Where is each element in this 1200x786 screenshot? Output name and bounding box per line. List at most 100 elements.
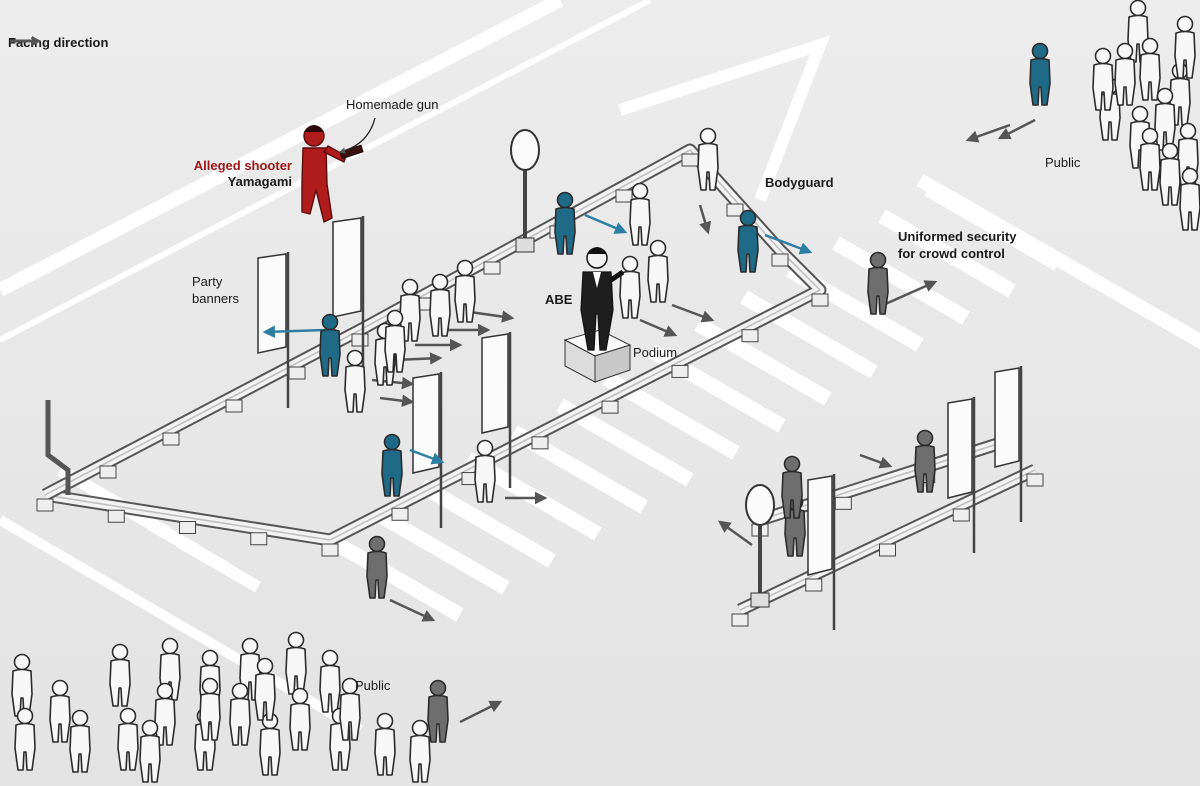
crowd-person — [339, 677, 361, 741]
crowd-person — [289, 687, 311, 751]
party-banner — [994, 366, 1023, 522]
facing-arrow — [409, 448, 445, 465]
bodyguard-person — [319, 313, 341, 377]
label-abe: ABE — [545, 292, 573, 307]
round-sign — [745, 484, 775, 608]
lane-line — [0, 0, 564, 297]
crowd-person — [69, 709, 91, 773]
rail-foot — [615, 189, 633, 203]
audience-person — [454, 259, 476, 323]
crowd-person — [254, 657, 276, 721]
crowd-person — [1139, 37, 1161, 101]
audience-person — [429, 273, 451, 337]
security-person — [914, 429, 936, 493]
rail-foot — [179, 521, 196, 534]
rail-foot — [321, 543, 339, 557]
rail-foot — [531, 436, 549, 450]
crowd-person — [109, 643, 131, 707]
rail-foot — [250, 532, 268, 546]
abe-figure — [580, 247, 625, 351]
legend: Facing direction — [8, 35, 108, 50]
security-person — [366, 535, 388, 599]
crosswalk-stripe — [177, 536, 261, 593]
party-banner — [332, 216, 365, 372]
crosswalk-stripe — [878, 209, 1016, 298]
crosswalk-stripe — [832, 236, 970, 325]
rail-foot — [771, 253, 789, 267]
rail-foot — [225, 399, 243, 413]
crowd-person — [285, 631, 307, 695]
arrows-layer — [262, 118, 1036, 724]
crowd-person — [1159, 142, 1181, 206]
crowd-person — [1174, 15, 1196, 79]
security-person — [427, 679, 449, 743]
crowd-person — [259, 712, 281, 776]
audience-person — [647, 239, 669, 303]
crowd-person — [409, 719, 431, 783]
rail-foot — [1026, 473, 1044, 487]
audience-person — [619, 255, 641, 319]
rail-foot — [671, 364, 689, 378]
crowd-person — [11, 653, 33, 717]
facing-arrow — [262, 325, 326, 338]
audience-person — [697, 127, 719, 191]
crowd-person — [199, 677, 221, 741]
facing-arrow — [459, 700, 503, 724]
crowd-person — [229, 682, 251, 746]
props-layer — [36, 129, 1044, 630]
bodyguard-person — [1029, 42, 1051, 106]
crosswalk-stripe — [1196, 341, 1200, 350]
round-sign — [510, 129, 540, 253]
crowd-person — [117, 707, 139, 771]
rail-foot — [36, 498, 54, 512]
facing-arrow — [717, 520, 753, 547]
label-banners: banners — [192, 291, 239, 306]
rail-foot — [288, 366, 306, 380]
crosswalk-stripe — [418, 479, 556, 568]
crosswalk-stripe — [326, 533, 464, 622]
rail-foot — [681, 153, 699, 167]
label-bodyguard: Bodyguard — [765, 175, 834, 190]
bodyguard-person — [737, 209, 759, 273]
facing-arrow — [584, 213, 628, 234]
facing-arrow — [379, 394, 415, 407]
label-public-top: Public — [1045, 155, 1081, 170]
crowd-person — [1092, 47, 1114, 111]
audience-person — [474, 439, 496, 503]
crosswalk-stripe — [556, 398, 694, 487]
people-layer — [11, 0, 1200, 783]
label-crowd-control: for crowd control — [898, 246, 1005, 261]
audience-person — [399, 278, 421, 342]
rail-foot — [351, 333, 369, 347]
crowd-person — [1139, 127, 1161, 191]
security-person — [781, 455, 803, 519]
crowd-person — [49, 679, 71, 743]
crowd-person — [139, 719, 161, 783]
label-uniformed-security: Uniformed security — [898, 229, 1017, 244]
label-yamagami: Yamagami — [227, 174, 292, 189]
facing-arrow — [671, 303, 715, 323]
audience-person — [384, 309, 406, 373]
facing-arrow — [389, 598, 436, 622]
rail-foot — [811, 293, 829, 307]
rail-foot — [107, 509, 125, 523]
party-banner — [947, 397, 976, 553]
rail-foot — [834, 496, 852, 510]
facing-arrow — [859, 453, 893, 469]
crowd-person — [1179, 167, 1200, 231]
crosswalk-stripe — [602, 371, 740, 460]
party-banner — [412, 372, 443, 528]
facing-arrow — [965, 123, 1011, 143]
rail-foot — [805, 578, 823, 592]
rail-foot — [391, 507, 409, 521]
crosswalk-stripe — [464, 452, 602, 541]
facing-arrow — [764, 233, 813, 255]
audience-person — [629, 182, 651, 246]
bodyguard-person — [381, 433, 403, 497]
pipe-post — [45, 400, 71, 495]
label-public-bottom: Public — [355, 678, 391, 693]
crosswalk-right — [916, 173, 1200, 350]
crowd-person — [1154, 87, 1176, 151]
crowd-person — [14, 707, 36, 771]
